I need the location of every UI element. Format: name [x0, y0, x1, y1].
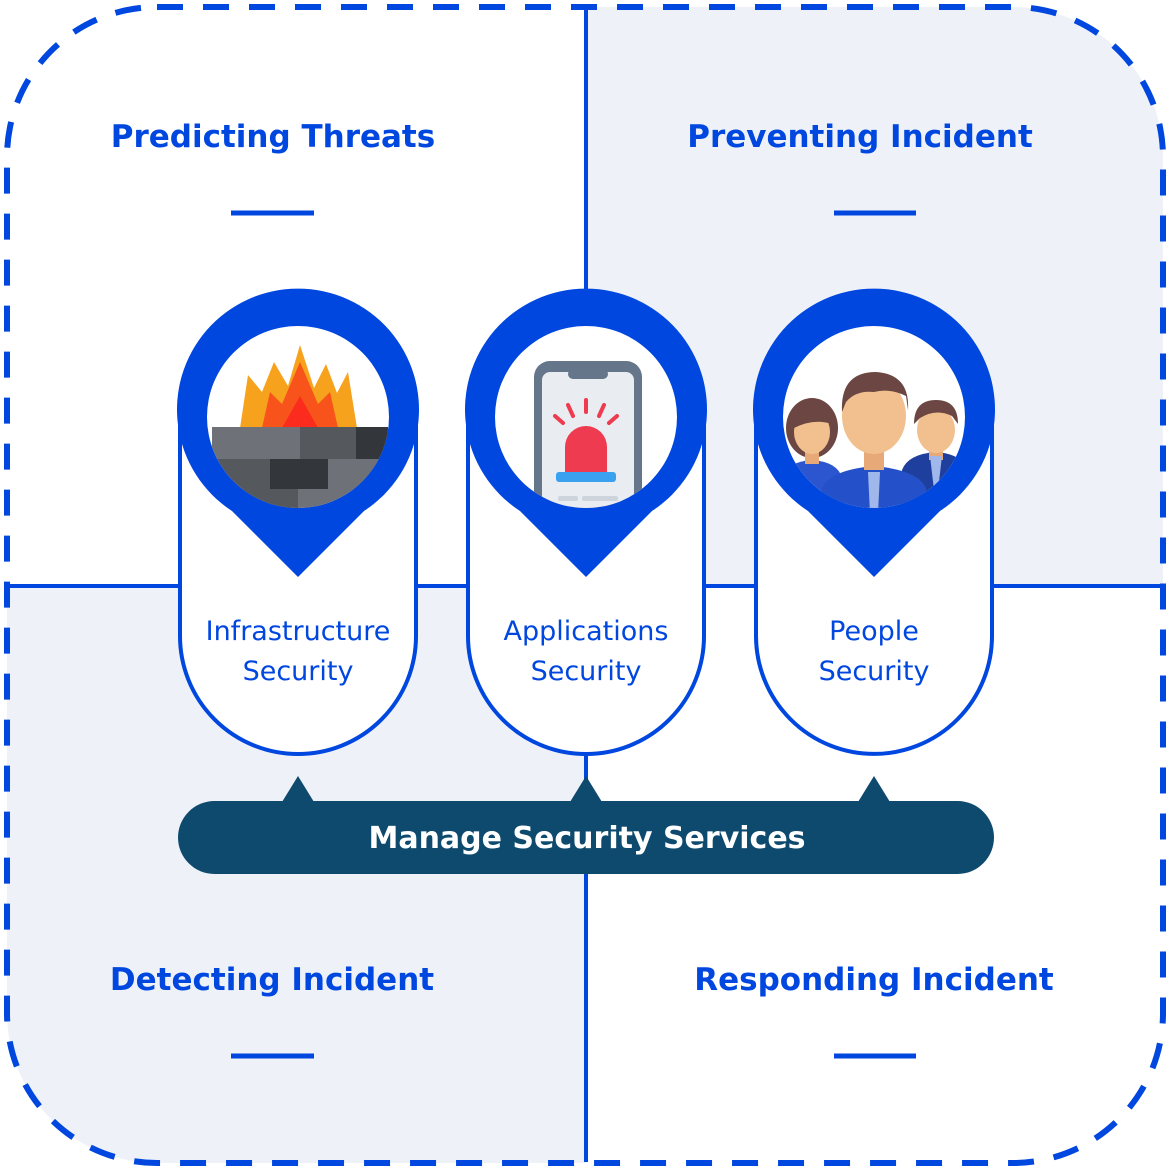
- bar-label: Manage Security Services: [368, 821, 805, 856]
- quadrant-title-responding: Responding Incident: [694, 962, 1054, 998]
- bar-pointer-2: [570, 776, 602, 802]
- quadrant-title-preventing: Preventing Incident: [687, 119, 1033, 155]
- pillar-label-line1: People: [829, 616, 919, 647]
- dashed-border: [4, 4, 1166, 1166]
- bar-pointer-1: [282, 776, 314, 802]
- quadrant-title-detecting: Detecting Incident: [110, 962, 434, 998]
- quadrant-title-predicting: Predicting Threats: [111, 119, 435, 155]
- mobile-alarm-icon: [534, 361, 642, 508]
- pillar-people: People Security: [753, 288, 995, 756]
- pillar-label-line2: Security: [819, 656, 930, 687]
- pillar-label-line1: Applications: [504, 616, 669, 647]
- pillar-applications: Applications Security: [465, 288, 708, 756]
- manage-security-bar: Manage Security Services: [178, 776, 994, 874]
- bar-background: [178, 801, 994, 874]
- pillar-label-line2: Security: [243, 656, 354, 687]
- pillar-label-line1: Infrastructure: [206, 616, 391, 647]
- pillar-label-line2: Security: [531, 656, 642, 687]
- bar-pointer-3: [858, 776, 890, 802]
- pillar-infrastructure: Infrastructure Security: [176, 288, 420, 756]
